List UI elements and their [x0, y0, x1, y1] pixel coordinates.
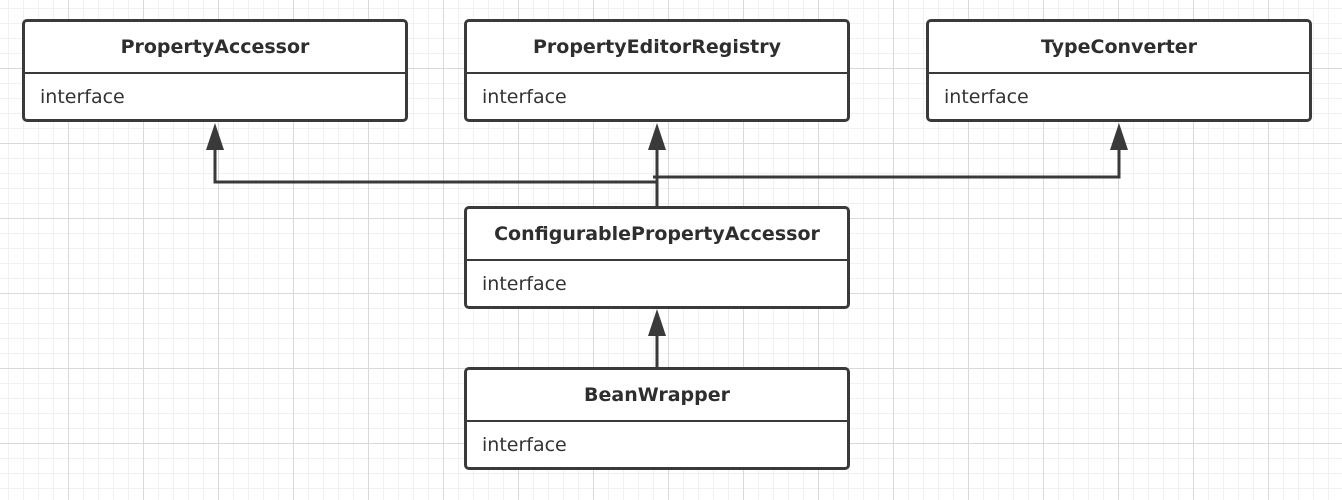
arrowhead-type-converter: [1110, 123, 1128, 150]
class-name: PropertyAccessor: [25, 22, 405, 74]
class-box-bean-wrapper[interactable]: BeanWrapper interface: [464, 367, 850, 470]
class-stereotype: interface: [944, 86, 1029, 108]
class-box-type-converter[interactable]: TypeConverter interface: [926, 19, 1312, 122]
class-box-property-accessor[interactable]: PropertyAccessor interface: [22, 19, 408, 122]
class-name: TypeConverter: [929, 22, 1309, 74]
class-stereotype: interface: [482, 434, 567, 456]
class-box-property-editor-registry[interactable]: PropertyEditorRegistry interface: [464, 19, 850, 122]
class-box-configurable-property-accessor[interactable]: ConfigurablePropertyAccessor interface: [464, 206, 850, 309]
edge-configurable-to-type-converter: [653, 148, 1121, 179]
class-stereotype: interface: [482, 86, 567, 108]
class-name: ConfigurablePropertyAccessor: [467, 209, 847, 261]
class-name: PropertyEditorRegistry: [467, 22, 847, 74]
class-name: BeanWrapper: [467, 370, 847, 422]
arrowhead-property-editor-registry: [648, 123, 666, 150]
arrowhead-property-accessor: [206, 123, 224, 150]
edge-configurable-to-property-accessor: [213, 148, 659, 207]
class-stereotype: interface: [40, 86, 125, 108]
arrowhead-configurable-property-accessor: [648, 309, 666, 336]
class-stereotype: interface: [482, 273, 567, 295]
